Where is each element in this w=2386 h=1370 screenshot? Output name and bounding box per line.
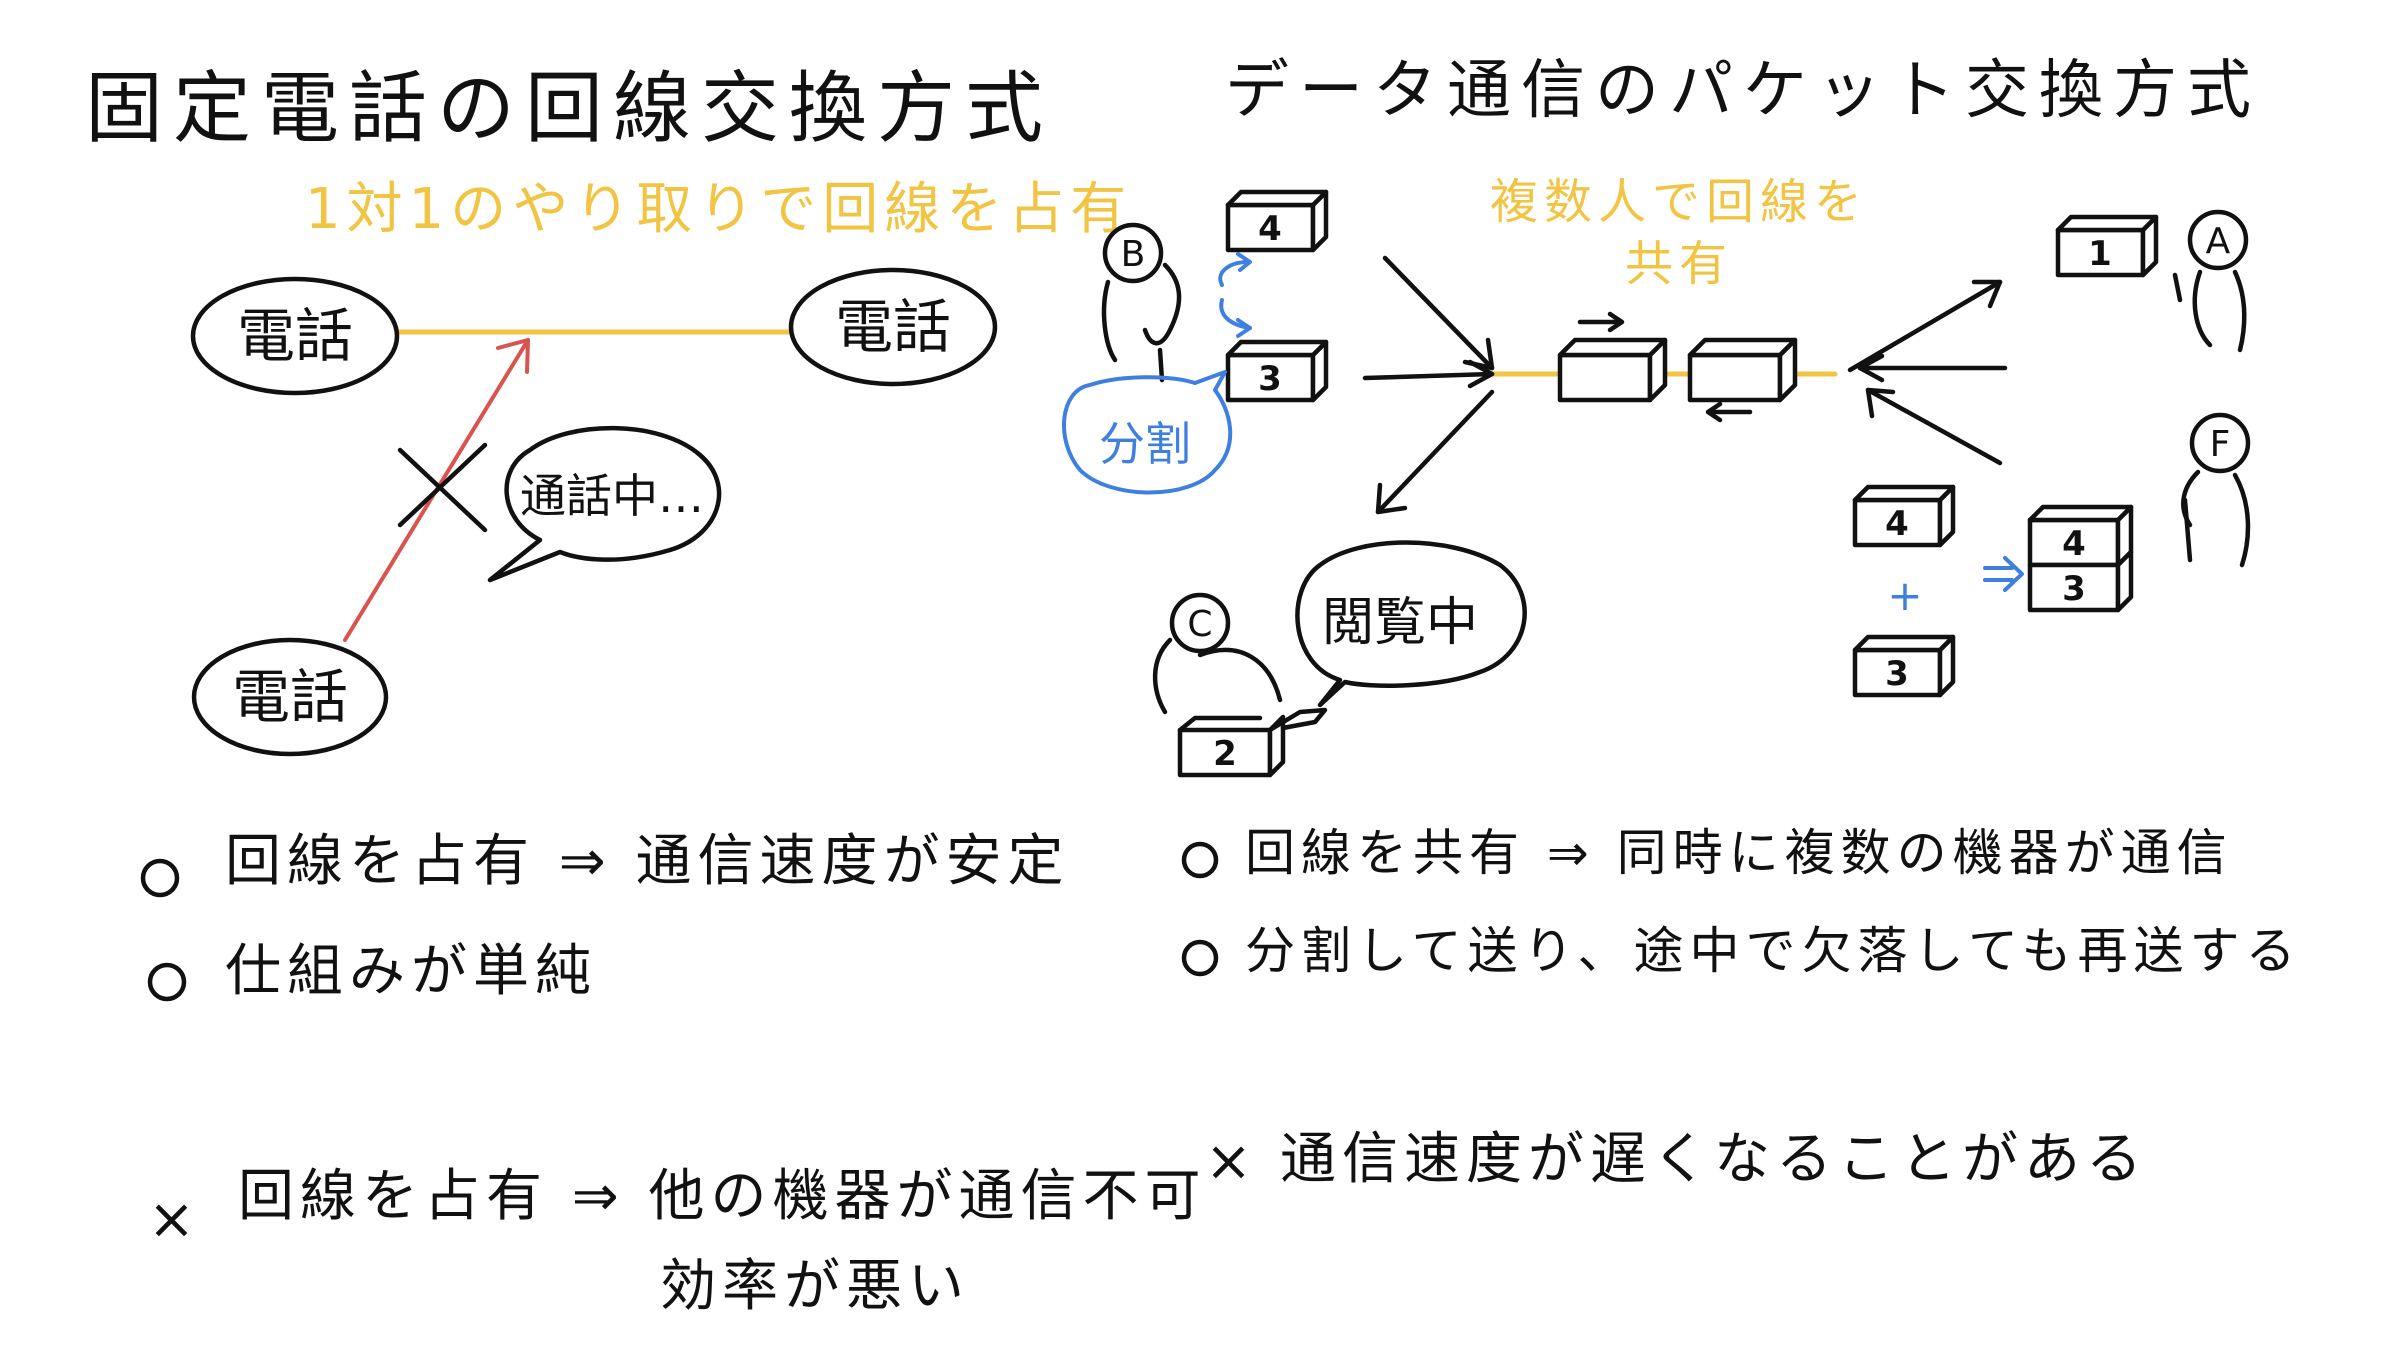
packet-b-4-label: 4 <box>1258 209 1282 249</box>
packet-b-4: 4 <box>1225 189 1329 253</box>
arrow-b-bottom-to-line <box>1362 359 1495 389</box>
packet-b-3-label: 3 <box>1258 359 1282 399</box>
busy-text: 通話中… <box>520 469 704 523</box>
split-text: 分割 <box>1099 417 1191 471</box>
packet-on-line-2 <box>1687 337 1798 403</box>
person-c: C <box>1152 592 1283 715</box>
phone-bottom: 電話 <box>191 637 389 757</box>
left-subtitle: 1対1のやり取りで回線を占有 <box>305 177 1132 242</box>
arrow-b-top-to-line <box>1382 255 1495 371</box>
phone-label: 電話 <box>232 663 348 731</box>
person-b: B <box>1101 222 1182 383</box>
browsing-speech-bubble: 閲覧中 <box>1295 540 1527 708</box>
busy-speech-bubble: 通話中… <box>487 425 722 583</box>
person-f-label: F <box>2210 424 2231 465</box>
left-pro-2: 仕組みが単純 <box>225 939 597 1004</box>
left-con-line1: 回線を占有 ⇒ 他の機器が通信不可 <box>238 1164 1207 1229</box>
right-con: × 通信速度が遅くなることがある <box>1205 1127 2148 1194</box>
left-pro-1: 回線を占有 ⇒ 通信速度が安定 <box>225 829 1070 894</box>
packet-stack-bottom-label: 3 <box>2062 569 2086 609</box>
arrow-line-to-c <box>1375 389 1495 515</box>
phone-label: 電話 <box>835 293 951 361</box>
right-pros: 回線を共有 ⇒ 同時に複数の機器が通信 分割して送り、途中で欠落しても再送する <box>1181 824 2302 980</box>
packet-a-1: 1 <box>2055 214 2159 278</box>
packet-resend-3: 3 <box>1852 634 1956 698</box>
packet-lost-4-label: 4 <box>1885 504 1909 544</box>
person-b-label: B <box>1121 234 1146 275</box>
arrow-f-to-line <box>1865 387 2003 466</box>
packet-a-1-label: 1 <box>2088 234 2112 274</box>
person-a-label: A <box>2206 221 2231 262</box>
assemble-arrow-icon <box>1983 556 2024 592</box>
split-speech-bubble: 分割 <box>1062 370 1233 495</box>
left-con-line2: 効率が悪い <box>660 1254 970 1319</box>
blocked-x-icon <box>397 442 488 533</box>
right-pro-2: 分割して送り、途中で欠落しても再送する <box>1245 922 2302 980</box>
phone-label: 電話 <box>237 302 353 370</box>
phone-left: 電話 <box>190 276 400 396</box>
right-pro-1: 回線を共有 ⇒ 同時に複数の機器が通信 <box>1245 824 2233 882</box>
plus-sign: + <box>1887 571 1922 620</box>
packet-c-2-label: 2 <box>1213 734 1237 774</box>
person-a: A <box>2172 209 2249 353</box>
shared-note-2: 共有 <box>1625 236 1733 292</box>
split-arrows <box>1218 252 1252 338</box>
right-con-marker: × <box>1205 1129 1258 1194</box>
packet-direction-arrows <box>1577 311 1753 423</box>
left-title: 固定電話の回線交換方式 <box>85 64 1053 154</box>
left-con: × 回線を占有 ⇒ 他の機器が通信不可 効率が悪い <box>148 1164 1207 1319</box>
packet-lost-4: 4 <box>1852 484 1956 548</box>
left-con-marker: × <box>148 1187 201 1252</box>
left-pros: 回線を占有 ⇒ 通信速度が安定 仕組みが単純 <box>140 829 1070 1004</box>
person-f: F <box>2181 412 2251 568</box>
browsing-text: 閲覧中 <box>1322 593 1478 653</box>
person-c-label: C <box>1187 604 1212 645</box>
packet-resend-3-label: 3 <box>1885 654 1909 694</box>
packet-on-line-1 <box>1557 337 1668 403</box>
packet-stack: 4 3 <box>2027 504 2134 613</box>
packet-stack-top-label: 4 <box>2062 524 2086 564</box>
right-con-text: 通信速度が遅くなることがある <box>1280 1127 2148 1192</box>
arrow-from-right <box>1857 353 2008 383</box>
packet-b-3: 3 <box>1225 339 1329 403</box>
phone-right: 電話 <box>788 267 998 387</box>
shared-note-1: 複数人で回線を <box>1490 174 1868 230</box>
packet-c-2: 2 <box>1177 707 1328 778</box>
right-title: データ通信のパケット交換方式 <box>1225 54 2261 128</box>
arrow-line-to-a <box>1847 279 2003 373</box>
